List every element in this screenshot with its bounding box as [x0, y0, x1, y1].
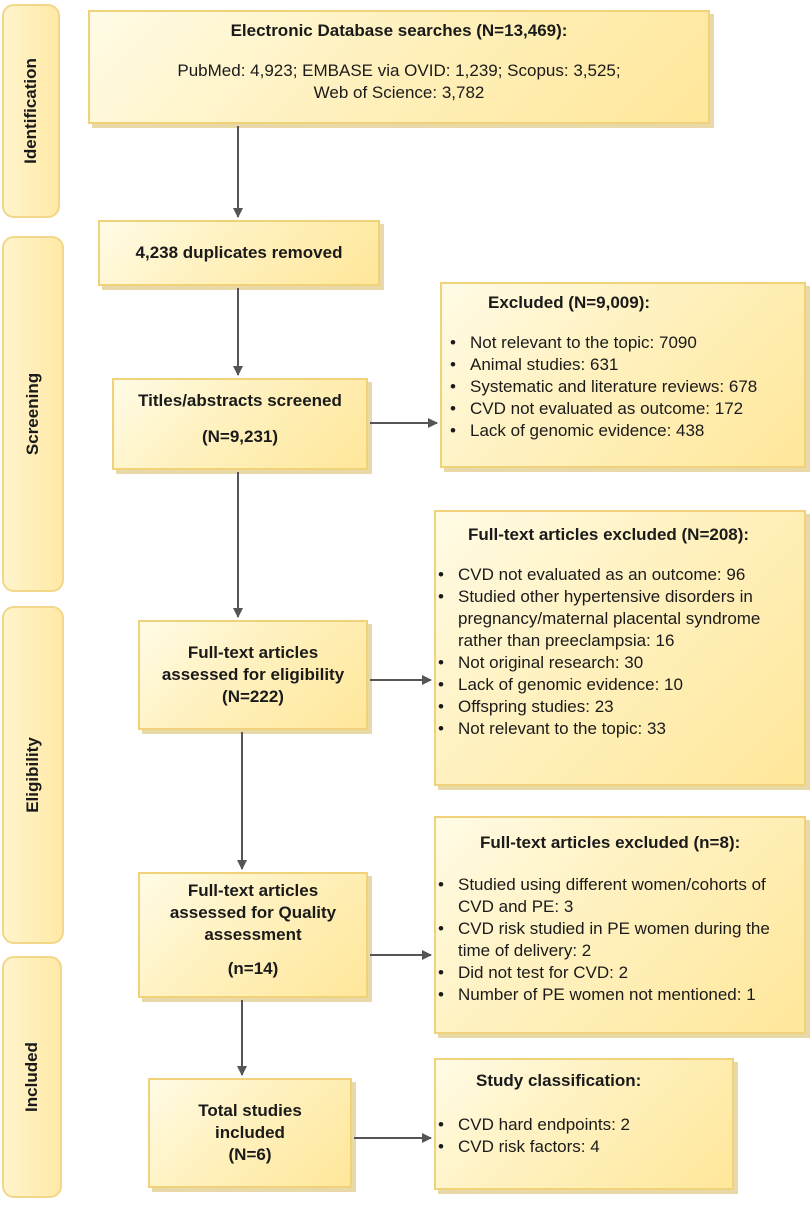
quality-box: Full-text articles assessed for Quality …: [138, 872, 368, 998]
included-box: Total studies included (N=6): [148, 1078, 352, 1188]
stage-screening: Screening: [2, 236, 64, 592]
list-item: Offspring studies: 23: [438, 696, 798, 718]
search-line-2: Web of Science: 3,782: [313, 83, 485, 102]
eligibility-exclusion-list: CVD not evaluated as an outcome: 96 Stud…: [438, 564, 798, 740]
classification-list: CVD hard endpoints: 2 CVD risk factors: …: [438, 1114, 726, 1158]
quality-exclusion-box: Full-text articles excluded (n=8): Studi…: [434, 816, 806, 1034]
list-item: Lack of genomic evidence: 10: [438, 674, 798, 696]
screening-exclusion-box: Excluded (N=9,009): Not relevant to the …: [440, 282, 806, 468]
eligibility-exclusion-title: Full-text articles excluded (N=208):: [468, 525, 750, 544]
screening-exclusion-list: Not relevant to the topic: 7090 Animal s…: [450, 332, 798, 442]
stage-eligibility: Eligibility: [2, 606, 64, 944]
list-item: Animal studies: 631: [450, 354, 798, 376]
list-item: CVD risk factors: 4: [438, 1136, 726, 1158]
included-count: (N=6): [228, 1145, 272, 1164]
fulltext-count: (N=222): [222, 687, 284, 706]
list-item: Not original research: 30: [438, 652, 798, 674]
list-item: Not relevant to the topic: 7090: [450, 332, 798, 354]
list-item: Did not test for CVD: 2: [438, 962, 800, 984]
fulltext-box: Full-text articles assessed for eligibil…: [138, 620, 368, 730]
eligibility-exclusion-box: Full-text articles excluded (N=208): CVD…: [434, 510, 806, 786]
screened-count: (N=9,231): [201, 427, 279, 446]
list-item: CVD hard endpoints: 2: [438, 1114, 726, 1136]
stage-identification: Identification: [2, 4, 60, 218]
screening-exclusion-title: Excluded (N=9,009):: [488, 293, 651, 312]
quality-count: (n=14): [227, 959, 279, 978]
classification-title: Study classification:: [476, 1071, 642, 1090]
quality-exclusion-list: Studied using different women/cohorts of…: [438, 874, 800, 1006]
quality-title: Full-text articles assessed for Quality …: [169, 881, 337, 944]
stage-included: Included: [2, 956, 62, 1198]
list-item: CVD not evaluated as outcome: 172: [450, 398, 798, 420]
list-item: CVD not evaluated as an outcome: 96: [438, 564, 798, 586]
list-item: Studied other hypertensive disorders in …: [438, 586, 798, 652]
list-item: Systematic and literature reviews: 678: [450, 376, 798, 398]
list-item: Number of PE women not mentioned: 1: [438, 984, 800, 1006]
list-item: CVD risk studied in PE women during the …: [438, 918, 800, 962]
included-title: Total studies included: [198, 1101, 302, 1142]
list-item: Lack of genomic evidence: 438: [450, 420, 798, 442]
fulltext-title: Full-text articles assessed for eligibil…: [161, 643, 345, 684]
duplicates-title: 4,238 duplicates removed: [135, 243, 343, 262]
classification-box: Study classification: CVD hard endpoints…: [434, 1058, 734, 1190]
list-item: Not relevant to the topic: 33: [438, 718, 798, 740]
duplicates-box: 4,238 duplicates removed: [98, 220, 380, 286]
screened-title: Titles/abstracts screened: [138, 391, 342, 410]
list-item: Studied using different women/cohorts of…: [438, 874, 800, 918]
search-title: Electronic Database searches (N=13,469):: [230, 21, 568, 40]
database-search-box: Electronic Database searches (N=13,469):…: [88, 10, 710, 124]
search-line-1: PubMed: 4,923; EMBASE via OVID: 1,239; S…: [177, 61, 621, 80]
quality-exclusion-title: Full-text articles excluded (n=8):: [480, 833, 741, 852]
screened-box: Titles/abstracts screened (N=9,231): [112, 378, 368, 470]
